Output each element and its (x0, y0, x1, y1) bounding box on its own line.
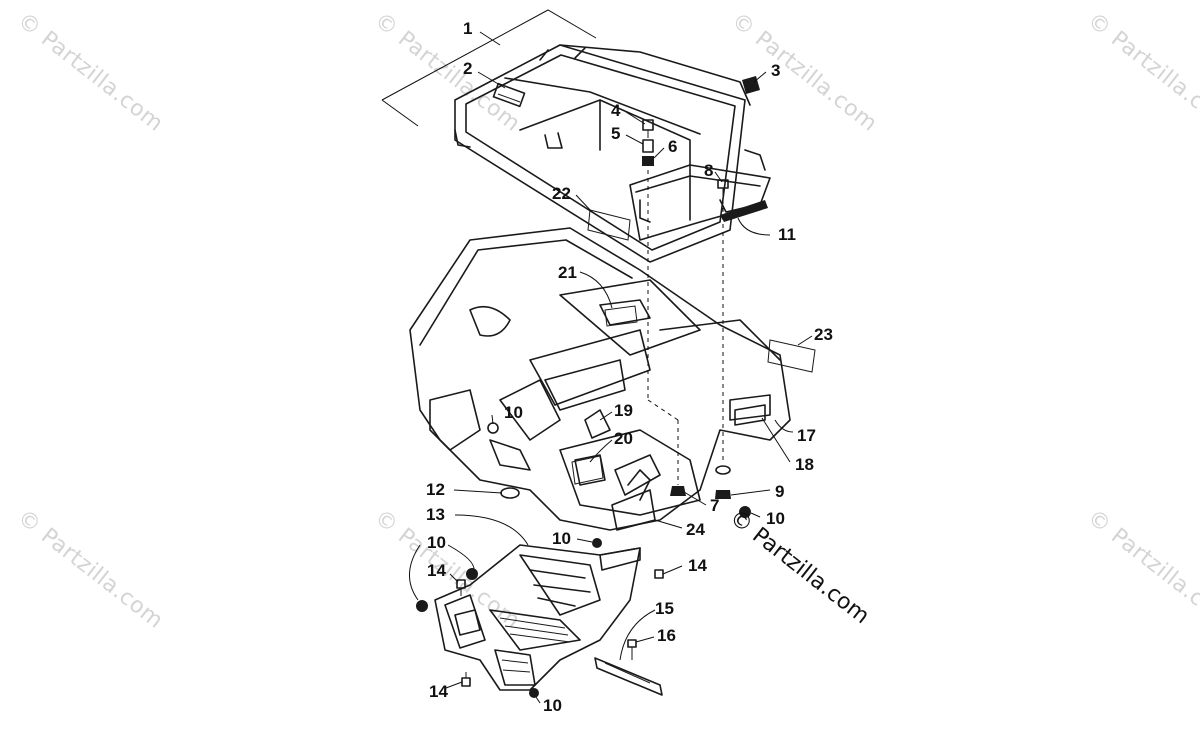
push-rivet (416, 600, 428, 612)
callout-9: 9 (775, 482, 785, 501)
push-rivet (592, 538, 602, 548)
nut-7 (670, 486, 686, 496)
callout-18: 18 (795, 455, 814, 474)
push-rivet (739, 506, 751, 518)
callout-24: 24 (686, 520, 705, 539)
callout-5: 5 (611, 124, 621, 143)
callout-20: 20 (614, 429, 633, 448)
callout-7: 7 (710, 496, 720, 515)
callout-8: 8 (704, 161, 714, 180)
callout-19: 19 (614, 401, 633, 420)
callout-12: 12 (426, 480, 445, 499)
push-rivet (487, 422, 499, 434)
callout-21: 21 (558, 263, 577, 282)
machine-screw (461, 672, 471, 687)
callout-2: 2 (463, 59, 473, 78)
rubber-grommet (500, 487, 520, 499)
fender-cap (584, 409, 611, 439)
rear-fender (409, 227, 791, 531)
warning-decal-20 (571, 455, 604, 485)
assembly-bracket (381, 9, 597, 101)
decal-23 (767, 339, 816, 373)
rail-screw (627, 639, 637, 660)
callout-13: 13 (426, 505, 445, 524)
callout-17: 17 (797, 426, 816, 445)
washer (715, 490, 731, 499)
push-rivet (529, 688, 539, 698)
callout-14: 14 (429, 682, 448, 701)
model-decal (611, 489, 656, 531)
callout-10: 10 (504, 403, 523, 422)
rear-rack (454, 44, 771, 263)
guide-line (647, 399, 679, 421)
reflector (734, 404, 766, 426)
callout-10: 10 (543, 696, 562, 715)
decal-22 (587, 209, 631, 241)
rear-footwell (434, 544, 641, 691)
warning-decal-21 (604, 305, 638, 327)
footrest-rail (594, 657, 663, 696)
callout-10: 10 (552, 529, 571, 548)
callout-4: 4 (611, 101, 621, 120)
push-rivet (466, 568, 478, 580)
machine-screw (654, 569, 664, 579)
rack-pad (492, 82, 526, 108)
callout-16: 16 (657, 626, 676, 645)
callout-23: 23 (814, 325, 833, 344)
callout-10: 10 (427, 533, 446, 552)
rack-decal (720, 200, 768, 222)
callout-14: 14 (427, 561, 446, 580)
callout-22: 22 (552, 184, 571, 203)
callout-3: 3 (771, 61, 781, 80)
rack-bolt (717, 179, 729, 198)
rubber-grommet (715, 465, 731, 475)
callout-1: 1 (463, 19, 473, 38)
callout-14: 14 (688, 556, 707, 575)
grommet-nut (642, 156, 654, 166)
callout-11: 11 (778, 225, 796, 244)
callout-10: 10 (766, 509, 785, 528)
callout-6: 6 (668, 137, 678, 156)
callout-15: 15 (655, 599, 674, 618)
spacer (642, 139, 654, 153)
assembly-bracket (381, 99, 419, 127)
rack-hardware-stack (642, 119, 654, 166)
leader-lines (409, 31, 813, 704)
